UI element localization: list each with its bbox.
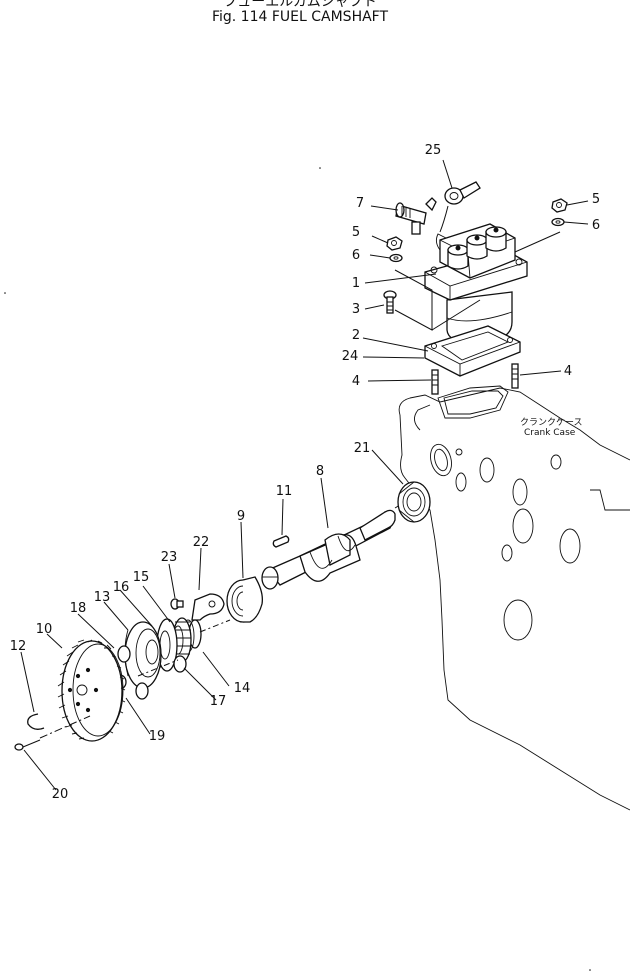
callout-6-right: 6 (592, 218, 600, 233)
callout-24: 24 (342, 349, 359, 364)
callout-4-right: 4 (564, 364, 572, 379)
delivery-valve-holders (447, 226, 507, 270)
callout-6-left: 6 (352, 248, 360, 263)
stud-bolt-left (431, 369, 439, 395)
figure-title: Fig. 114 FUEL CAMSHAFT (212, 9, 389, 25)
callout-9: 9 (237, 509, 245, 524)
screw-23 (170, 598, 184, 610)
callout-8: 8 (316, 464, 324, 479)
bearing-9 (226, 576, 263, 623)
bearing-21 (397, 481, 431, 523)
callout-7: 7 (356, 196, 364, 211)
callout-1: 1 (352, 276, 360, 291)
callout-13: 13 (94, 590, 111, 605)
callout-14: 14 (234, 681, 251, 696)
callout-10: 10 (36, 622, 53, 637)
callout-5-right: 5 (592, 192, 600, 207)
retainer-plate-22 (191, 593, 225, 621)
callout-19: 19 (149, 729, 166, 744)
callout-23: 23 (161, 550, 178, 565)
pump-gasket-plate (424, 325, 521, 377)
callout-21: 21 (354, 441, 371, 456)
woodruff-key-11 (272, 535, 290, 548)
screw-20 (14, 739, 41, 751)
nut-5-left (386, 236, 403, 251)
leader-lines (20, 159, 589, 791)
callout-5-left: 5 (352, 225, 360, 240)
snap-ring-12 (27, 713, 45, 730)
callout-22: 22 (193, 535, 210, 550)
nut-5-right (551, 198, 568, 213)
banjo-fitting-25 (444, 181, 481, 205)
callout-15: 15 (133, 570, 150, 585)
fitting-7 (395, 197, 437, 235)
crankcase-label-jp: クランクケース (520, 417, 583, 428)
callout-12: 12 (10, 639, 27, 654)
callout-18: 18 (70, 601, 87, 616)
washer-6-right (551, 217, 565, 227)
crankcase-label-en: Crank Case (524, 428, 576, 438)
callout-16: 16 (113, 580, 130, 595)
crank-case: クランクケース Crank Case (398, 385, 630, 811)
callout-4-left: 4 (352, 374, 360, 389)
callout-2: 2 (352, 328, 360, 343)
callout-25: 25 (425, 143, 442, 158)
stud-bolt-right (511, 363, 519, 389)
title-japanese: フューエルカムシャフト (223, 0, 377, 10)
sleeve-17 (173, 655, 187, 673)
washer-6-left (389, 253, 403, 263)
fuel-camshaft (261, 509, 396, 590)
callout-11: 11 (276, 484, 293, 499)
callout-17: 17 (210, 694, 227, 709)
callout-20: 20 (52, 787, 69, 802)
bolt-3 (383, 290, 397, 314)
callout-3: 3 (352, 302, 360, 317)
cam-gear-10 (57, 639, 126, 742)
fuel-injection-pump (424, 223, 528, 343)
